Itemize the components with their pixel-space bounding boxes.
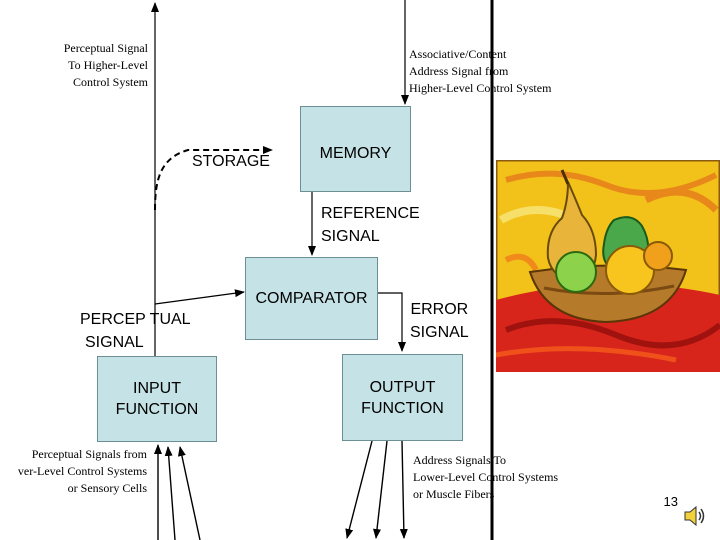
output-function-label-2: FUNCTION [361, 399, 444, 417]
arrow-input-3 [177, 446, 201, 540]
output-function-box: OUTPUT FUNCTION [342, 354, 463, 441]
input-function-label-2: FUNCTION [115, 401, 199, 418]
slide-number: 13 [663, 494, 678, 509]
speaker-icon[interactable] [682, 503, 708, 529]
label-error-signal: ERROR SIGNAL [410, 301, 469, 341]
pears-painting-icon [496, 160, 720, 372]
label-storage: STORAGE [192, 153, 270, 170]
comparator-label: COMPARATOR [255, 290, 368, 307]
label-address-to-lower: Address Signals To Lower-Level Control S… [413, 453, 559, 501]
output-function-label-1: OUTPUT [369, 378, 436, 396]
label-reference-signal: REFERENCE SIGNAL [321, 205, 420, 245]
label-perceptual-up: Perceptual Signal To Higher-Level Contro… [63, 41, 148, 89]
arrow-input-2 [164, 446, 176, 540]
input-function-label-1: INPUT [133, 380, 181, 397]
memory-box: MEMORY [300, 106, 411, 192]
arrow-storage-dashed [154, 146, 273, 211]
input-function-box: INPUT FUNCTION [97, 356, 217, 442]
memory-label: MEMORY [319, 145, 392, 162]
arrow-perceptual-to-comparator [154, 289, 245, 305]
comparator-box: COMPARATOR [245, 257, 378, 340]
label-associative: Associative/Content Address Signal from … [409, 47, 552, 95]
arrow-output-1 [345, 440, 373, 539]
arrow-output-3 [399, 440, 408, 539]
label-perceptual-from-lower: Perceptual Signals from ver-Level Contro… [17, 447, 147, 495]
arrow-output-2 [373, 440, 388, 539]
label-perceptual-signal: PERCEP TUAL SIGNAL [80, 311, 191, 351]
arrow-error [378, 292, 406, 352]
